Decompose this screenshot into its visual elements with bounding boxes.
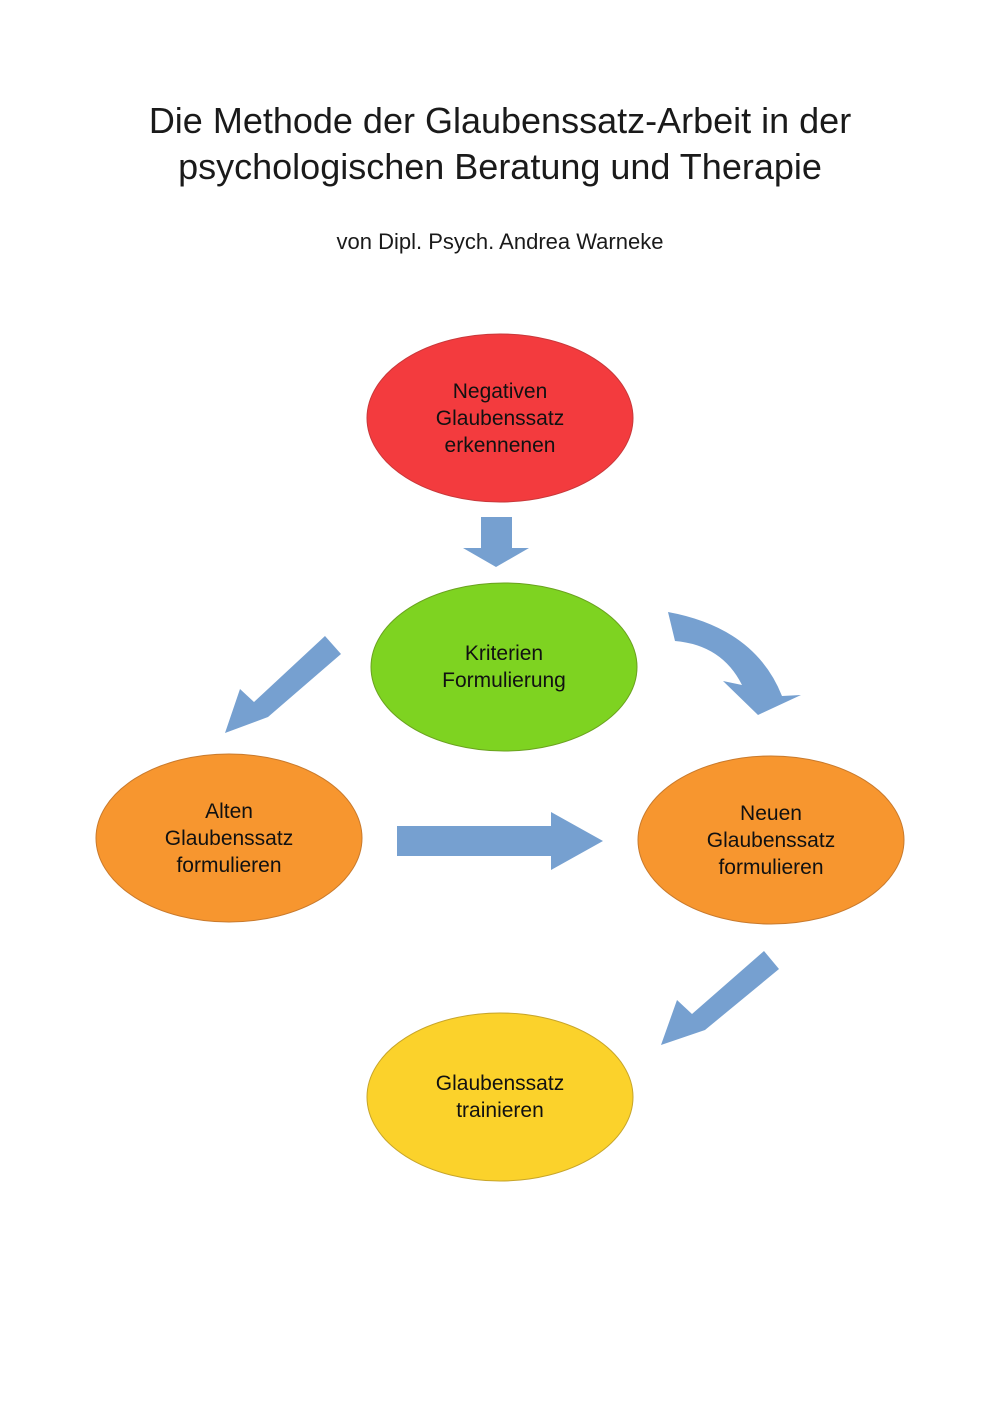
node-trainieren-shape — [366, 1012, 634, 1182]
node-kriterien-line-2: Formulierung — [442, 669, 566, 692]
node-negativ-line-3: erkennenen — [444, 433, 556, 457]
node-neuen-line-1: Neuen — [740, 801, 802, 825]
node-trainieren-line-1: Glaubenssatz — [435, 1072, 565, 1095]
arrow-down-left-icon-2 — [661, 951, 779, 1045]
title-line-1: Die Methode der Glaubenssatz-Arbeit in d… — [148, 100, 852, 141]
node-kriterien-line-1: Kriterien — [464, 642, 544, 665]
node-alten-shape — [95, 753, 363, 923]
page-title: Die Methode der Glaubenssatz-Arbeit in d… — [0, 98, 1000, 190]
node-negativ: Negativen Glaubenssatz erkennenen — [367, 334, 633, 502]
arrow-down-left-icon — [225, 636, 341, 733]
node-negativ-line-1: Negativen — [452, 379, 548, 403]
node-negativ-line-2: Glaubenssatz — [435, 406, 565, 430]
node-kriterien-shape — [370, 582, 638, 752]
node-alten-line-1: Alten — [205, 799, 253, 823]
arrow-right-icon — [397, 812, 603, 870]
curved-arrow-icon — [668, 612, 801, 715]
node-trainieren-line-2: trainieren — [456, 1099, 544, 1122]
node-neuen-line-3: formulieren — [718, 855, 824, 879]
node-alten-line-2: Glaubenssatz — [164, 826, 294, 850]
node-alten-line-3: formulieren — [176, 853, 282, 877]
arrow-down-icon — [463, 517, 529, 567]
node-trainieren: Glaubenssatz trainieren — [367, 1013, 633, 1181]
title-line-2: psychologischen Beratung und Therapie — [178, 146, 822, 187]
node-negativ-shape — [366, 333, 634, 503]
node-kriterien: Kriterien Formulierung — [371, 583, 637, 751]
node-neuen-shape — [637, 755, 905, 925]
node-alten: Alten Glaubenssatz formulieren — [96, 754, 362, 922]
node-neuen-line-2: Glaubenssatz — [706, 828, 836, 852]
node-neuen: Neuen Glaubenssatz formulieren — [638, 756, 904, 924]
author-line: von Dipl. Psych. Andrea Warneke — [336, 229, 664, 254]
